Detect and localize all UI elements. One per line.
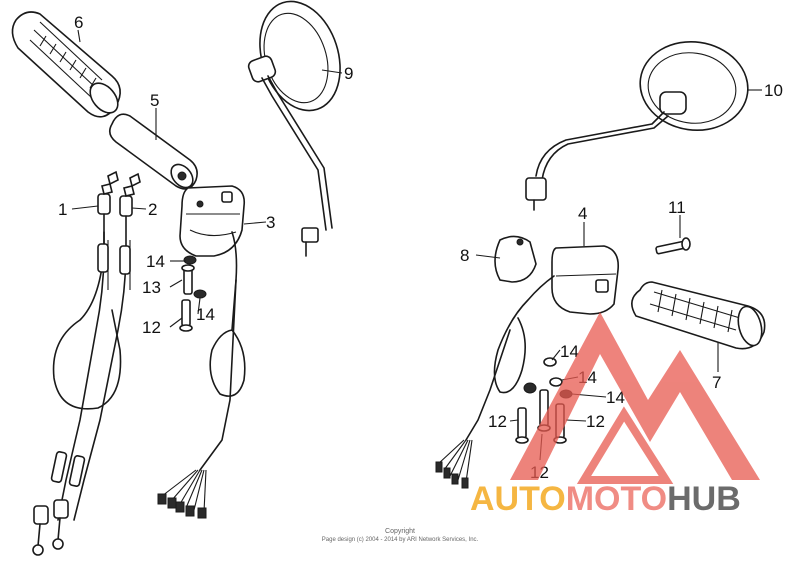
callout-12-right-a: 12 <box>488 412 507 431</box>
left-fasteners <box>179 255 207 332</box>
right-switch-harness <box>435 275 555 489</box>
watermark-triangle-logo <box>510 312 760 484</box>
switch-cover-part-8 <box>494 235 537 283</box>
callout-14-left-b: 14 <box>196 305 215 324</box>
callout-11: 11 <box>668 198 686 217</box>
callout-9: 9 <box>344 64 353 83</box>
automotohub-watermark: AUTOMOTOHUB <box>470 312 760 518</box>
leader-lines <box>71 29 762 461</box>
callout-4: 4 <box>578 204 587 223</box>
left-grip-part-6 <box>11 11 121 118</box>
callout-6: 6 <box>74 13 83 32</box>
right-grip-part-7 <box>631 281 766 350</box>
callout-3: 3 <box>266 213 275 232</box>
throttle-tube-part-5 <box>108 113 198 190</box>
callout-14-right-c: 14 <box>606 388 625 407</box>
watermark-auto: AUTO <box>470 480 566 518</box>
copyright-label: Copyright <box>385 528 415 535</box>
callout-12-right-b: 12 <box>586 412 605 431</box>
screw-part-11 <box>655 237 691 255</box>
left-mirror-part-9 <box>247 0 341 257</box>
callout-13: 13 <box>142 278 161 297</box>
callout-7: 7 <box>712 373 721 392</box>
right-mirror-part-10 <box>525 40 749 211</box>
callout-1: 1 <box>58 200 67 219</box>
watermark-moto: MOTO <box>566 480 667 518</box>
throttle-housing-part-3 <box>179 185 246 257</box>
copyright-notice: Page design (c) 2004 - 2014 by ARI Netwo… <box>321 537 479 543</box>
watermark-hub: HUB <box>667 480 741 518</box>
right-switch-housing-part-4 <box>551 245 620 315</box>
callout-10: 10 <box>764 81 783 100</box>
callout-8: 8 <box>460 246 469 265</box>
watermark-text: AUTOMOTOHUB <box>470 480 741 518</box>
callout-5: 5 <box>150 91 159 110</box>
callout-14-right-a: 14 <box>560 342 579 361</box>
callout-2: 2 <box>148 200 157 219</box>
left-switch-harness <box>157 231 246 519</box>
callout-14-left-a: 14 <box>146 252 165 271</box>
throttle-cables <box>32 213 131 556</box>
callout-12-left: 12 <box>142 318 161 337</box>
cable-adjusters-part-1-2 <box>97 170 141 217</box>
